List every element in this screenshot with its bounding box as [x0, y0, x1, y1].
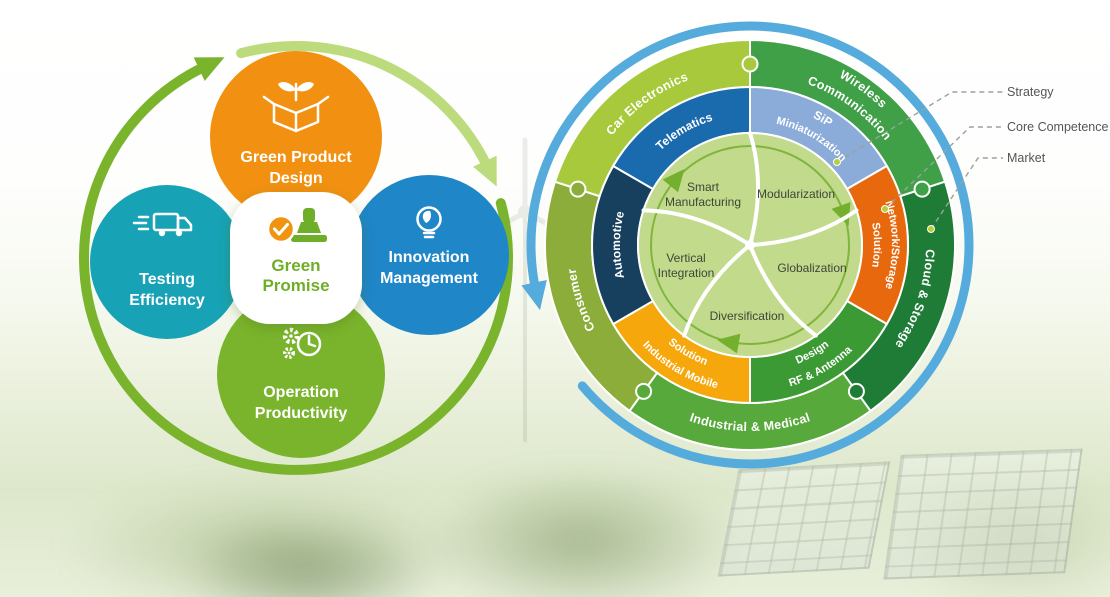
competence-label-network-line2: Solution [869, 222, 883, 269]
strategy-label-vertical-line2: Integration [658, 266, 715, 280]
petal-innovation-management [349, 175, 509, 335]
legend-item-market: Market [927, 151, 1046, 233]
puzzle-tab [913, 180, 931, 198]
legend-dot-strategy [833, 158, 841, 166]
cycle-arrow-lightgreen [236, 40, 497, 187]
petal-label-productivity: Productivity [255, 405, 348, 422]
strategy-label-vertical-line1: Vertical [666, 251, 705, 265]
strategy-cycle-arrowhead [717, 333, 741, 354]
outer-cycle-arrow-blue [521, 21, 974, 469]
stamp-check-icon [266, 208, 327, 244]
puzzle-tab [635, 382, 653, 400]
petal-label-management: Management [380, 270, 478, 287]
legend-label-core-competence: Core Competence [1007, 120, 1108, 134]
legend-item-strategy: Strategy [833, 85, 1054, 166]
competence-label-automotive: Automotive [609, 209, 627, 280]
petal-label-green-product: Green Product [240, 149, 352, 166]
strategy-cycle-arrowhead [662, 169, 685, 193]
legend-label-market: Market [1007, 151, 1046, 165]
green-promise-diagram: Green Promise Green Product Design Testi… [79, 40, 513, 475]
box-sprout-icon [262, 82, 330, 133]
strategy-center-dot [745, 240, 755, 250]
greenery-image [180, 518, 440, 597]
strategy-label-modularization: Modularization [757, 187, 835, 201]
puzzle-tab [847, 382, 865, 400]
green-promise-title-line2: Promise [262, 276, 329, 295]
legend-label-strategy: Strategy [1007, 85, 1054, 99]
core-competence-ring [591, 85, 909, 405]
puzzle-tab [741, 55, 759, 73]
green-promise-card [230, 192, 362, 324]
petal-operation-productivity [217, 290, 385, 458]
gears-clock-icon [282, 327, 322, 359]
strategy-label-smart-line1: Smart [687, 180, 720, 194]
strategy-core: Smart Manufacturing Modularization Globa… [637, 131, 863, 358]
petal-label-testing: Testing [139, 271, 195, 288]
strategy-rings-diagram: Smart Manufacturing Modularization Globa… [521, 21, 1108, 469]
puzzle-tab [569, 180, 587, 198]
petal-label-efficiency: Efficiency [129, 292, 205, 309]
green-promise-title-line1: Green [271, 256, 320, 275]
svg-text:Solution: Solution [869, 222, 883, 269]
legend: Strategy Core Competence Market [833, 85, 1108, 233]
cycle-arrow-green [79, 57, 513, 475]
petal-label-innovation: Innovation [389, 249, 470, 266]
petal-green-product-design [210, 51, 382, 223]
strategy-cycle-arrowhead [831, 202, 851, 227]
petal-label-design: Design [269, 170, 322, 187]
legend-dot-market [927, 225, 935, 233]
delivery-truck-icon [132, 212, 193, 237]
svg-text:Automotive: Automotive [609, 209, 627, 280]
strategy-label-smart-line2: Manufacturing [665, 195, 741, 209]
legend-item-core-competence: Core Competence [881, 120, 1108, 213]
strategy-label-globalization: Globalization [777, 261, 846, 275]
strategy-cycle-track [650, 145, 850, 345]
strategy-label-diversification: Diversification [710, 309, 785, 323]
strategy-swirl-dividers [641, 131, 859, 338]
lightbulb-leaf-icon [416, 206, 442, 239]
petal-testing-efficiency [90, 185, 244, 339]
petal-label-operation: Operation [263, 384, 339, 401]
legend-dot-core-competence [881, 205, 889, 213]
